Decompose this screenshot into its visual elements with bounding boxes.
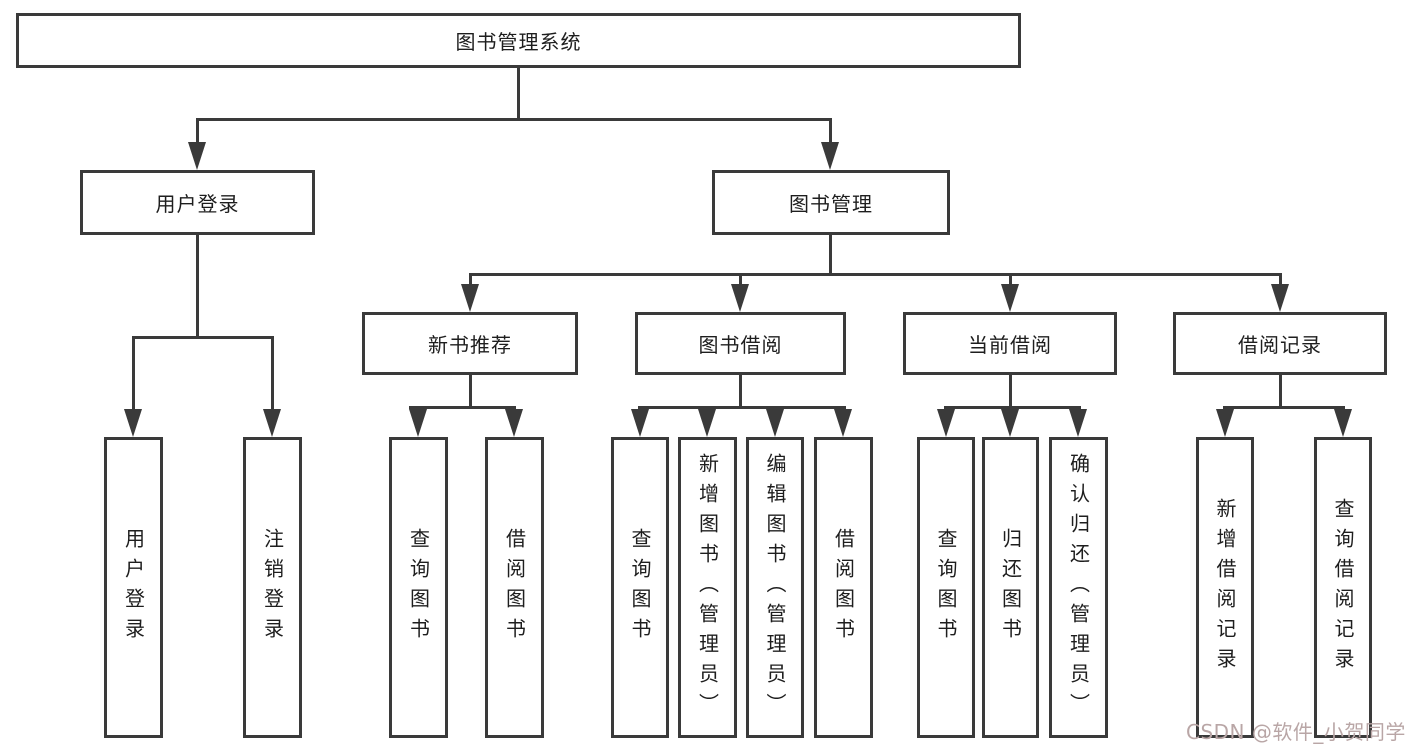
node-root: 图书管理系统 <box>16 13 1021 68</box>
leaf-records-add-record-label: 新增借阅记录 <box>1213 497 1237 678</box>
node-borrow-records: 借阅记录 <box>1173 312 1387 375</box>
arrowhead-down-icon <box>821 142 839 170</box>
leaf-user-login-label: 用户登录 <box>121 527 146 648</box>
connector-line <box>196 118 199 145</box>
node-current-borrowing: 当前借阅 <box>903 312 1117 375</box>
connector-rail <box>944 406 1081 409</box>
connector-rail <box>132 336 274 339</box>
connector-line <box>132 336 135 412</box>
leaf-borrowing-query-books-label: 查询图书 <box>628 527 652 648</box>
node-current-borrowing-label: 当前借阅 <box>968 333 1052 357</box>
arrowhead-down-icon <box>461 284 479 312</box>
leaf-borrowing-query-books: 查询图书 <box>611 437 669 738</box>
leaf-borrowing-borrow-books: 借阅图书 <box>814 437 873 738</box>
connector-line <box>739 373 742 409</box>
arrowhead-down-icon <box>1216 409 1234 437</box>
connector-rail <box>1223 406 1345 409</box>
connector-line <box>517 67 520 120</box>
connector-line <box>829 118 832 145</box>
arrowhead-down-icon <box>188 142 206 170</box>
node-user-login-label: 用户登录 <box>155 192 240 216</box>
arrowhead-down-icon <box>937 409 955 437</box>
leaf-current-confirm-return-admin: 确认归还（管理员） <box>1049 437 1108 738</box>
connector-line <box>271 336 274 412</box>
leaf-records-add-record: 新增借阅记录 <box>1196 437 1254 738</box>
arrowhead-down-icon <box>1001 409 1019 437</box>
connector-line <box>1009 273 1012 287</box>
leaf-current-query-books: 查询图书 <box>917 437 975 738</box>
node-root-label: 图书管理系统 <box>455 30 582 54</box>
connector-rail <box>638 406 846 409</box>
arrowhead-down-icon <box>124 409 142 437</box>
arrowhead-down-icon <box>1334 409 1352 437</box>
arrowhead-down-icon <box>1271 284 1289 312</box>
arrowhead-down-icon <box>505 409 523 437</box>
node-book-borrowing: 图书借阅 <box>635 312 846 375</box>
connector-line <box>469 273 472 287</box>
leaf-newrec-query-books-label: 查询图书 <box>406 527 431 648</box>
leaf-borrowing-edit-books-admin: 编辑图书（管理员） <box>746 437 804 738</box>
leaf-current-return-books-label: 归还图书 <box>998 527 1023 648</box>
node-new-book-recommend: 新书推荐 <box>362 312 578 375</box>
leaf-current-confirm-return-admin-label: 确认归还（管理员） <box>1066 452 1091 723</box>
leaf-records-query-record-label: 查询借阅记录 <box>1331 497 1355 678</box>
leaf-user-login: 用户登录 <box>104 437 163 738</box>
connector-line <box>739 273 742 287</box>
arrowhead-down-icon <box>631 409 649 437</box>
leaf-newrec-borrow-books-label: 借阅图书 <box>502 527 527 648</box>
arrowhead-down-icon <box>766 409 784 437</box>
csdn-watermark: CSDN @软件_小贺同学 <box>1186 720 1405 744</box>
arrowhead-down-icon <box>1001 284 1019 312</box>
connector-line <box>1279 273 1282 287</box>
leaf-logout: 注销登录 <box>243 437 302 738</box>
connector-line <box>1009 373 1012 409</box>
connector-line <box>469 373 472 409</box>
leaf-newrec-query-books: 查询图书 <box>389 437 448 738</box>
leaf-borrowing-add-books-admin: 新增图书（管理员） <box>678 437 737 738</box>
leaf-current-return-books: 归还图书 <box>982 437 1039 738</box>
node-book-borrowing-label: 图书借阅 <box>698 333 783 357</box>
connector-rail <box>469 273 1282 276</box>
leaf-borrowing-borrow-books-label: 借阅图书 <box>831 527 856 648</box>
node-user-login: 用户登录 <box>80 170 315 235</box>
arrowhead-down-icon <box>698 409 716 437</box>
leaf-records-query-record: 查询借阅记录 <box>1314 437 1372 738</box>
node-borrow-records-label: 借阅记录 <box>1238 333 1322 357</box>
connector-line <box>1279 373 1282 409</box>
leaf-borrowing-edit-books-admin-label: 编辑图书（管理员） <box>763 452 787 723</box>
connector-line <box>829 235 832 276</box>
connector-line <box>196 235 199 339</box>
leaf-current-query-books-label: 查询图书 <box>934 527 958 648</box>
node-new-book-recommend-label: 新书推荐 <box>428 333 512 357</box>
arrowhead-down-icon <box>263 409 281 437</box>
leaf-logout-label: 注销登录 <box>260 527 285 648</box>
arrowhead-down-icon <box>834 409 852 437</box>
leaf-borrowing-add-books-admin-label: 新增图书（管理员） <box>695 452 720 723</box>
leaf-newrec-borrow-books: 借阅图书 <box>485 437 544 738</box>
arrowhead-down-icon <box>731 284 749 312</box>
node-book-management-label: 图书管理 <box>789 192 873 216</box>
node-book-management: 图书管理 <box>712 170 950 235</box>
arrowhead-down-icon <box>409 409 427 437</box>
connector-rail <box>409 406 516 409</box>
arrowhead-down-icon <box>1069 409 1087 437</box>
connector-rail <box>196 118 832 121</box>
